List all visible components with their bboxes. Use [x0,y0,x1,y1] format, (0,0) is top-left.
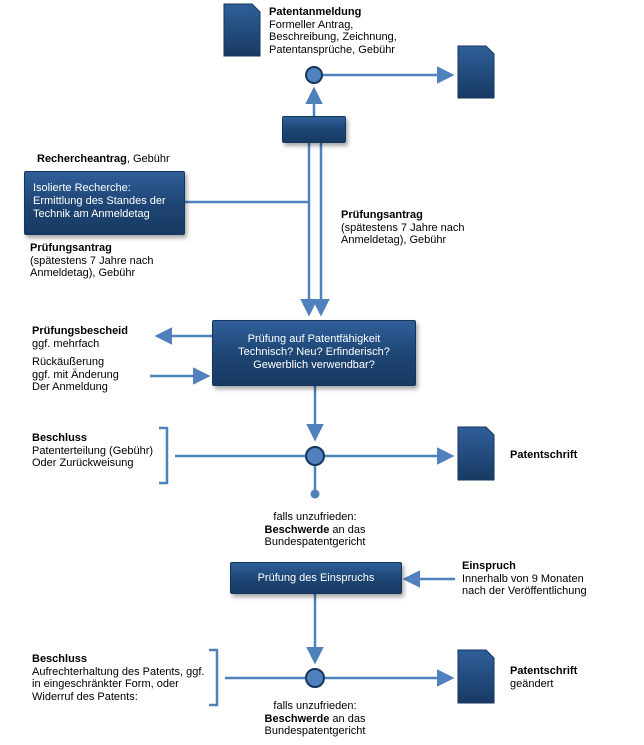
document-icon-patentschrift-2 [457,649,495,704]
document-icon-top-right [457,45,495,99]
beschwerde-1-label: falls unzufrieden: Beschwerde an das Bun… [264,511,366,548]
pruefungsantrag-right: Prüfungsantrag (spätestens 7 Jahre nach … [341,209,465,246]
bracket-beschluss-1 [159,426,169,485]
patentanmeldung-title: Patentanmeldung [269,6,362,18]
beschluss-1-label: Beschluss Patenterteilung (Gebühr) Oder … [32,432,154,469]
rueckaeusserung-label: Rückäußerung ggf. mit Änderung Der Anmel… [32,356,119,393]
node-decision-2 [305,668,325,688]
pruefung-patentfaehigkeit-box: Prüfung auf Patentfähigkeit Technisch? N… [212,320,416,386]
patentanmeldung-text: Patentanmeldung Formeller Antrag, Beschr… [269,6,397,56]
isolierte-recherche-box: Isolierte Recherche: Ermittlung des Stan… [24,171,185,235]
node-decision-1 [305,446,325,466]
bracket-beschluss-2 [209,648,219,707]
beschwerde-2-label: falls unzufrieden: Beschwerde an das Bun… [264,700,366,737]
document-icon-anmeldung [223,3,261,57]
rechercheantrag-label: Rechercheantrag, Gebühr [37,153,170,165]
node-top [305,66,323,84]
einspruch-label: Einspruch Innerhalb von 9 Monaten nach d… [462,560,587,597]
node-beschwerde-1 [310,489,320,499]
patentschrift-2-label: Patentschrift geändert [510,665,578,690]
beschluss-2-label: Beschluss Aufrechterhaltung des Patents,… [32,653,205,703]
pruefungsantrag-left: Prüfungsantrag (spätestens 7 Jahre nach … [30,242,154,279]
patentschrift-1-label: Patentschrift [510,449,578,461]
pruefungsbescheid-label: Prüfungsbescheid ggf. mehrfach [32,325,128,350]
pruefung-einspruch-box: Prüfung des Einspruchs [230,562,402,594]
patent-office-box [282,116,346,143]
document-icon-patentschrift-1 [457,426,495,481]
